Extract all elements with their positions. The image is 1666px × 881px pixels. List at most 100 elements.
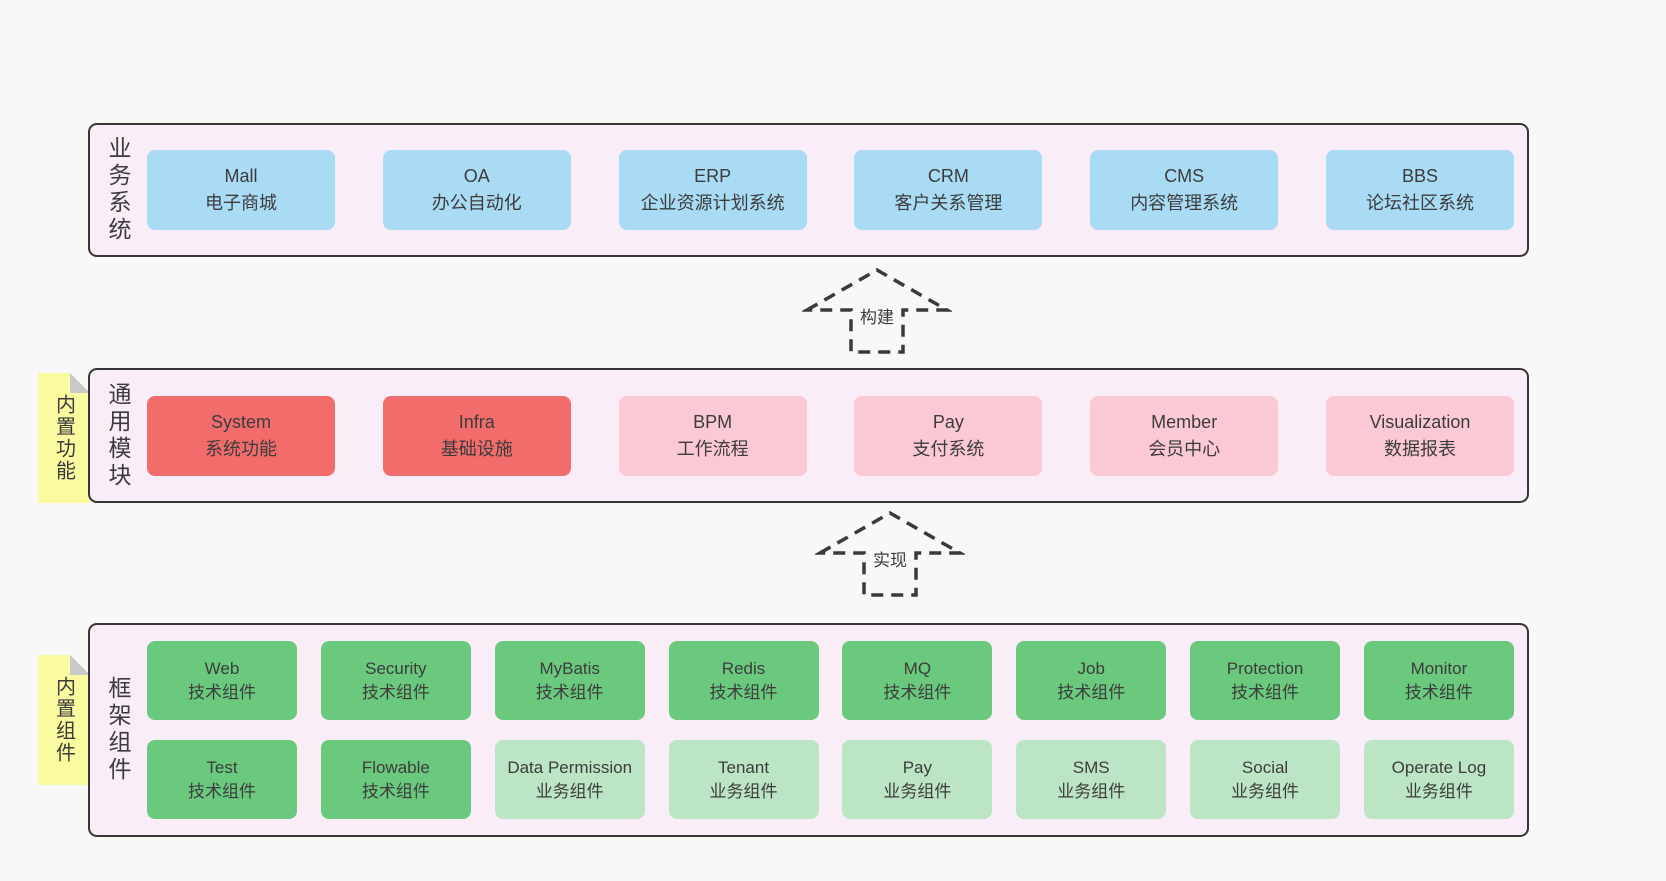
note-text: 内置功能 bbox=[52, 394, 75, 482]
node-subtitle: 客户关系管理 bbox=[894, 193, 1003, 213]
node-subtitle: 技术组件 bbox=[1231, 682, 1300, 702]
node-title: Redis bbox=[721, 658, 766, 678]
node-title: Social bbox=[1241, 757, 1289, 777]
node-job: Job 技术组件 bbox=[1016, 641, 1167, 720]
business-boxes: Mall 电子商城 OA 办公自动化 ERP 企业资源计划系统 CRM 客户关系… bbox=[147, 125, 1514, 255]
component-boxes: Web 技术组件 Security 技术组件 MyBatis 技术组件 Redi… bbox=[147, 641, 1514, 819]
node-title: Security bbox=[365, 658, 427, 678]
node-subtitle: 业务组件 bbox=[709, 781, 778, 801]
node-title: MQ bbox=[903, 658, 932, 678]
node-title: Protection bbox=[1226, 658, 1304, 678]
note-built-in-components: 内置组件 bbox=[38, 655, 90, 785]
node-tenant: Tenant 业务组件 bbox=[668, 740, 819, 819]
panel-business-systems: 业务系统 Mall 电子商城 OA 办公自动化 ERP 企业资源计划系统 CRM… bbox=[88, 123, 1529, 257]
node-subtitle: 办公自动化 bbox=[431, 193, 522, 213]
panel-common-modules: 通用模块 System 系统功能 Infra 基础设施 BPM 工作流程 Pay… bbox=[88, 368, 1529, 503]
node-oa: OA 办公自动化 bbox=[382, 150, 571, 230]
module-boxes: System 系统功能 Infra 基础设施 BPM 工作流程 Pay 支付系统… bbox=[147, 370, 1514, 501]
node-title: Tenant bbox=[718, 757, 770, 777]
node-title: BPM bbox=[693, 411, 733, 432]
node-subtitle: 支付系统 bbox=[912, 438, 985, 459]
node-title: SMS bbox=[1072, 757, 1110, 777]
node-subtitle: 技术组件 bbox=[361, 682, 430, 702]
node-infra: Infra 基础设施 bbox=[382, 395, 571, 476]
panel-framework-components: 框架组件 Web 技术组件 Security 技术组件 MyBatis 技术组件… bbox=[88, 623, 1529, 837]
node-title: Test bbox=[206, 757, 238, 777]
node-protection: Protection 技术组件 bbox=[1190, 641, 1341, 720]
node-subtitle: 技术组件 bbox=[188, 682, 256, 702]
up-arrow-icon bbox=[802, 267, 952, 354]
node-subtitle: 内容管理系统 bbox=[1130, 193, 1239, 213]
node-security: Security 技术组件 bbox=[320, 641, 471, 720]
node-title: Member bbox=[1151, 411, 1218, 432]
node-system: System 系统功能 bbox=[147, 395, 335, 476]
node-title: Visualization bbox=[1369, 411, 1471, 432]
node-visualization: Visualization 数据报表 bbox=[1325, 395, 1514, 476]
node-title: CMS bbox=[1164, 166, 1205, 186]
node-pay-system: Pay 支付系统 bbox=[854, 395, 1043, 476]
panel-modules-label: 通用模块 bbox=[105, 381, 131, 490]
node-title: MyBatis bbox=[539, 658, 600, 678]
up-arrow-icon bbox=[815, 510, 965, 597]
node-title: Pay bbox=[902, 757, 933, 777]
node-mall: Mall 电子商城 bbox=[147, 150, 335, 230]
arrow-implement-label: 实现 bbox=[869, 546, 911, 571]
node-subtitle: 技术组件 bbox=[361, 781, 430, 801]
node-bbs: BBS 论坛社区系统 bbox=[1325, 150, 1514, 230]
node-title: Flowable bbox=[361, 757, 430, 777]
node-title: Operate Log bbox=[1391, 757, 1487, 777]
node-subtitle: 电子商城 bbox=[205, 193, 277, 213]
component-row-bottom: Test 技术组件 Flowable 技术组件 Data Permission … bbox=[147, 740, 1514, 819]
node-mybatis: MyBatis 技术组件 bbox=[494, 641, 645, 720]
panel-components-label: 框架组件 bbox=[105, 676, 131, 784]
node-flowable: Flowable 技术组件 bbox=[320, 740, 471, 819]
node-subtitle: 工作流程 bbox=[676, 438, 749, 459]
node-title: Web bbox=[204, 658, 240, 678]
node-test: Test 技术组件 bbox=[147, 740, 297, 819]
arrow-implement: 实现 bbox=[815, 506, 965, 600]
node-member: Member 会员中心 bbox=[1090, 395, 1279, 476]
node-subtitle: 技术组件 bbox=[709, 682, 778, 702]
node-subtitle: 系统功能 bbox=[205, 438, 277, 459]
node-title: Infra bbox=[458, 411, 495, 432]
panel-business-label: 业务系统 bbox=[105, 136, 131, 244]
node-subtitle: 技术组件 bbox=[535, 682, 604, 702]
node-operate-log: Operate Log 业务组件 bbox=[1363, 740, 1514, 819]
node-subtitle: 技术组件 bbox=[883, 682, 952, 702]
node-subtitle: 基础设施 bbox=[440, 438, 513, 459]
node-title: System bbox=[210, 411, 271, 432]
sticky-note-shape bbox=[38, 373, 90, 503]
note-text: 内置组件 bbox=[52, 676, 75, 764]
folded-corner-icon bbox=[70, 655, 90, 675]
note-built-in-functions: 内置功能 bbox=[38, 373, 90, 503]
node-pay-component: Pay 业务组件 bbox=[842, 740, 993, 819]
node-title: BBS bbox=[1401, 166, 1438, 186]
node-sms: SMS 业务组件 bbox=[1016, 740, 1167, 819]
arrow-build: 构建 bbox=[802, 263, 952, 357]
node-redis: Redis 技术组件 bbox=[668, 641, 819, 720]
arrow-build-label: 构建 bbox=[856, 303, 898, 328]
node-title: Job bbox=[1077, 658, 1105, 678]
node-erp: ERP 企业资源计划系统 bbox=[618, 150, 807, 230]
node-subtitle: 会员中心 bbox=[1148, 438, 1221, 459]
node-subtitle: 业务组件 bbox=[1404, 781, 1473, 801]
node-crm: CRM 客户关系管理 bbox=[854, 150, 1043, 230]
node-title: Data Permission bbox=[507, 757, 633, 777]
node-subtitle: 企业资源计划系统 bbox=[640, 193, 785, 213]
folded-corner-icon bbox=[70, 373, 90, 393]
node-title: Pay bbox=[932, 411, 964, 432]
node-monitor: Monitor 技术组件 bbox=[1363, 641, 1514, 720]
node-web: Web 技术组件 bbox=[147, 641, 297, 720]
node-title: ERP bbox=[694, 166, 732, 186]
node-subtitle: 业务组件 bbox=[1231, 781, 1300, 801]
node-mq: MQ 技术组件 bbox=[842, 641, 993, 720]
sticky-note-shape bbox=[38, 655, 90, 785]
node-title: Monitor bbox=[1410, 658, 1468, 678]
node-subtitle: 业务组件 bbox=[1057, 781, 1126, 801]
node-social: Social 业务组件 bbox=[1190, 740, 1341, 819]
component-row-top: Web 技术组件 Security 技术组件 MyBatis 技术组件 Redi… bbox=[147, 641, 1514, 720]
node-subtitle: 技术组件 bbox=[1404, 682, 1473, 702]
node-data-permission: Data Permission 业务组件 bbox=[494, 740, 645, 819]
node-title: OA bbox=[463, 166, 490, 186]
